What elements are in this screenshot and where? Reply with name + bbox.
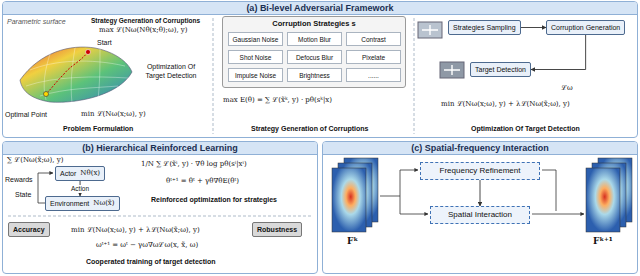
node-text: Brightness	[299, 72, 330, 79]
module-block: Frequency Refinement	[420, 162, 540, 180]
annotation-label: Strategy Generation of Corruptions	[250, 124, 369, 133]
node-text: Impulse Noise	[235, 72, 276, 79]
node-text: ......	[368, 72, 379, 79]
strategy-item: Defocus Blur	[287, 50, 342, 64]
drawing-part	[440, 62, 464, 78]
annotation-label: min ℒ(Nω(x;ω), y)	[80, 110, 147, 119]
strategy-group: Corruption Strategies s Gaussian Noise Mot…	[222, 16, 406, 88]
panel-title: (b) Hierarchical Reinforced Learning	[3, 142, 317, 155]
annotation-label: θᵗ⁺¹ = θᵗ + γθ∇θE(θᵗ)	[165, 177, 240, 186]
strategy-item: Impulse Noise	[228, 68, 283, 82]
annotation-label: min ℒ(Nω(x;ω), y) + λℒ(Nω(x̃;ω), y)	[70, 226, 201, 235]
node-text: Frequency Refinement	[427, 166, 533, 176]
node-text: Corruption Strategies s	[223, 17, 405, 30]
node-text: Robustness	[257, 225, 297, 234]
drawing-part	[46, 52, 88, 94]
node-text: Shot Noise	[240, 54, 272, 61]
rl-box: Actor Nθ(x)	[55, 166, 105, 181]
strategy-item: Shot Noise	[228, 50, 283, 64]
annotation-label: Reinforced optimization for strategies	[150, 195, 278, 204]
strategy-item: Pixelate	[346, 50, 401, 64]
strategy-item: Gaussian Noise	[228, 32, 283, 46]
annotation-label: max ℒ(Nω(Nθ(x;θ);ω), y)	[98, 26, 189, 35]
annotation-label: ℒω	[560, 84, 574, 93]
annotation-label: Fᵏ	[346, 236, 359, 247]
drawing-part	[380, 170, 418, 196]
drawing-part	[422, 25, 438, 35]
annotation-label: max E(θ) = ∑ ℒ(x̃ᵏ, y) · pθ(sᵏ|x)	[222, 96, 333, 105]
drawing-part	[44, 92, 49, 97]
drawing-part	[20, 47, 132, 102]
node-text: Defocus Blur	[296, 54, 333, 61]
drawing-part	[586, 168, 620, 232]
drawing-part	[532, 214, 584, 215]
drawing-part	[414, 18, 415, 134]
annotation-label: Rewards	[4, 175, 34, 184]
strategy-item: Contrast	[346, 32, 401, 46]
node-text: Spatial Interaction	[437, 210, 523, 220]
drawing-part	[44, 48, 100, 103]
annotation-label: ωᵗ⁺¹ = ωᵗ − γω∇ωℒω(x, x̃, ω)	[95, 241, 199, 250]
panel: (c) Spatial-frequency InteractionFrequen…	[322, 141, 638, 274]
annotation-label: min ℒ(Nω(x;ω), y) + λℒ(Nω(x̃;ω), y)	[440, 100, 571, 109]
node-text: Accuracy	[13, 225, 45, 234]
annotation-label: Parametric surface	[6, 17, 67, 26]
connector-arrow	[531, 35, 586, 70]
metric-box: Robustness	[252, 222, 302, 237]
drawing-part	[26, 61, 128, 96]
annotation-label: Fᵏ⁺¹	[592, 236, 614, 247]
node-text: Corruption Generation	[551, 23, 620, 32]
drawing-part	[86, 50, 91, 55]
process-box: Strategies Sampling	[448, 20, 521, 35]
panel-title: (a) Bi-level Adversarial Framework	[3, 2, 637, 15]
node-text: Pixelate	[362, 54, 385, 61]
strategy-item: Motion Blur	[287, 32, 342, 46]
annotation-label: Strategy Generation of Corruptions	[90, 16, 201, 25]
annotation-label: Problem Formulation	[62, 124, 134, 133]
metric-box: Accuracy	[8, 222, 50, 237]
annotation-label: Cooperated training of target detection	[85, 257, 217, 266]
drawing-part	[418, 22, 442, 38]
node-text: Nω(x̃)	[93, 199, 114, 208]
node-text: Nθ(x)	[80, 169, 100, 178]
node-text: Gaussian Noise	[233, 36, 279, 43]
drawing-part	[542, 170, 556, 211]
strategy-item: ......	[346, 68, 401, 82]
annotation-label: Start	[96, 38, 113, 47]
module-block: Spatial Interaction	[430, 206, 530, 224]
node-text: Target Detection	[475, 65, 526, 74]
annotation-label: Optimization Of Target Detection	[470, 124, 581, 133]
node-text: Contrast	[361, 36, 386, 43]
drawing-part	[332, 168, 366, 232]
node-text: Environment	[50, 199, 89, 208]
annotation-label: 1/N ∑ ℒ(x̃ⁱ, y) · ∇θ log pθ(sⁱ|xⁱ)	[140, 160, 248, 169]
parametric-surface	[20, 47, 132, 103]
process-box: Corruption Generation	[546, 20, 625, 35]
drawing-part	[213, 18, 214, 134]
connector-arrow	[480, 180, 481, 206]
drawing-part	[444, 65, 460, 75]
panel-title: (c) Spatial-frequency Interaction	[323, 142, 637, 155]
drawing-part	[400, 196, 428, 214]
connector-arrow	[521, 27, 546, 28]
strategy-item: Brightness	[287, 68, 342, 82]
annotation-label: State	[14, 190, 32, 199]
node-text: Strategies Sampling	[453, 23, 516, 32]
process-box: Target Detection	[470, 62, 531, 77]
annotation-label: Optimal Point	[4, 110, 48, 119]
annotation-label: ∑ ℒ(Nω(x̃;ω), y)	[6, 156, 64, 165]
annotation-label: Optimization Of Target Detection	[138, 62, 204, 80]
drawing-part	[8, 216, 312, 217]
node-text: Motion Blur	[298, 36, 331, 43]
edge-label: Action	[70, 185, 90, 193]
feature-map-stack	[332, 158, 632, 232]
node-text: Actor	[60, 169, 76, 178]
rl-box: Environment Nω(x̃)	[45, 196, 120, 211]
